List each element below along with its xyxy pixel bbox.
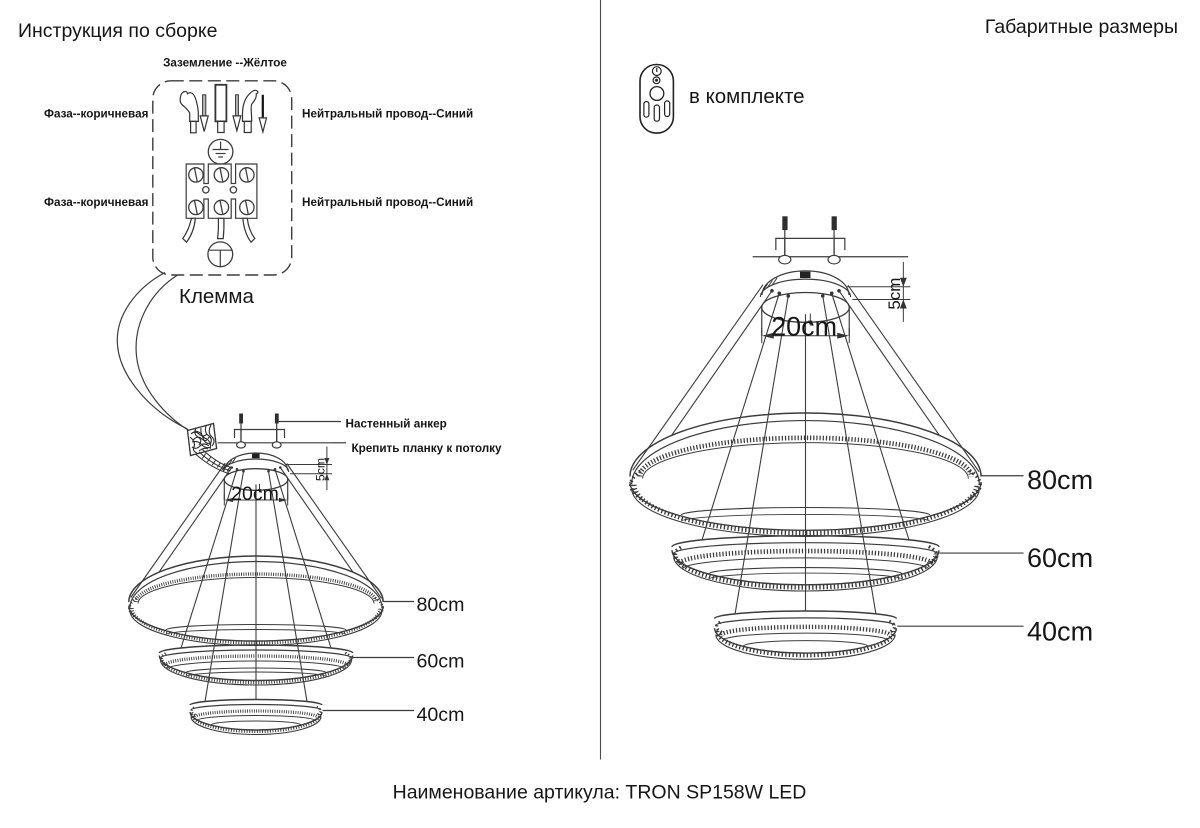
svg-text:Крепить планку к потолку: Крепить планку к потолку bbox=[352, 442, 503, 455]
svg-text:Заземление --Жёлтое: Заземление --Жёлтое bbox=[163, 57, 287, 70]
svg-text:Фаза--коричневая: Фаза--коричневая bbox=[44, 196, 148, 209]
svg-text:Габаритные размеры: Габаритные размеры bbox=[985, 16, 1178, 38]
svg-text:Нейтральный провод--Синий: Нейтральный провод--Синий bbox=[302, 196, 473, 209]
svg-text:Инструкция по сборке: Инструкция по сборке bbox=[18, 20, 217, 42]
svg-text:Клемма: Клемма bbox=[179, 285, 254, 308]
svg-text:в комплекте: в комплекте bbox=[689, 85, 805, 108]
svg-text:Наименование артикула: TRON SP: Наименование артикула: TRON SP158W LED bbox=[393, 782, 807, 804]
svg-text:Настенный анкер: Настенный анкер bbox=[346, 418, 447, 431]
svg-text:Нейтральный провод--Синий: Нейтральный провод--Синий bbox=[302, 108, 473, 121]
svg-text:Фаза--коричневая: Фаза--коричневая bbox=[44, 108, 148, 121]
